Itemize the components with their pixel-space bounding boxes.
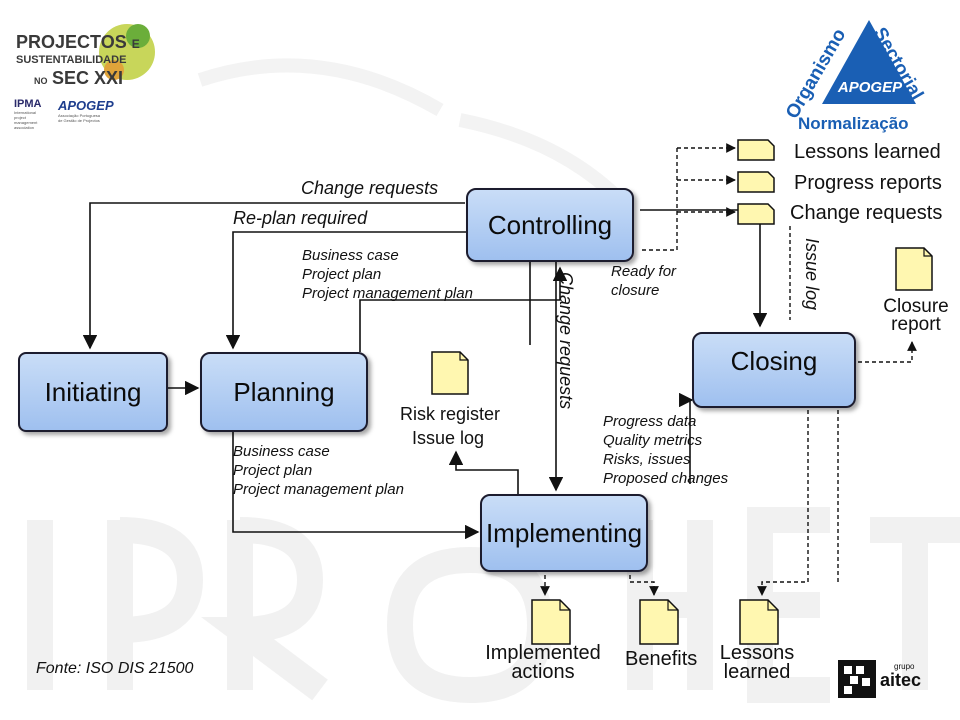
document-icon xyxy=(431,351,469,395)
ipma-logo: IPMA International project management as… xyxy=(14,98,54,134)
ipma-line-1: International xyxy=(14,110,37,115)
label-risk-register: Risk register xyxy=(400,404,501,424)
process-initiating: Initiating xyxy=(18,352,168,432)
closure-report-line-1: Closure xyxy=(883,296,949,317)
apogep-line-1: Associação Portuguesa xyxy=(58,113,101,118)
progress-item-1: Progress data xyxy=(603,413,697,430)
badge-triangle-icon xyxy=(822,20,916,104)
planning-outputs-bottom: Business case Project plan Project manag… xyxy=(233,442,404,499)
process-closing: Closing xyxy=(692,332,856,408)
event-logo-line1-suffix: E xyxy=(131,37,140,51)
ipma-line-2: project xyxy=(14,115,27,120)
apogep-line-2: de Gestão de Projectos xyxy=(58,118,100,123)
label-issue-log-vertical: Issue log xyxy=(802,238,822,311)
process-controlling-label: Controlling xyxy=(487,209,613,240)
progress-item-3: Risks, issues xyxy=(603,451,691,468)
output-lessons-learned-bottom: Lessons learned xyxy=(712,642,802,683)
label-issue-log: Issue log xyxy=(412,428,485,448)
aitec-logo: grupo aitec xyxy=(838,660,922,698)
process-planning: Planning xyxy=(200,352,368,432)
label-closure-report: Closure report xyxy=(876,296,956,335)
document-icon xyxy=(737,171,775,193)
planning-output-top-2: Project plan xyxy=(302,266,382,283)
ready-for-closure-line-1: Ready for xyxy=(611,263,677,280)
process-implementing-label: Implementing xyxy=(485,517,643,548)
planning-output-top-3: Project management plan xyxy=(302,285,473,302)
process-planning-label: Planning xyxy=(233,376,335,407)
progress-item-4: Proposed changes xyxy=(603,470,729,487)
planning-output-bottom-3: Project management plan xyxy=(233,481,404,498)
closure-report-line-2: report xyxy=(891,314,941,335)
ipma-line-3: management xyxy=(14,120,38,125)
apogep-logo: APOGEP Associação Portuguesa de Gestão d… xyxy=(58,98,118,134)
implemented-actions-line-1: Implemented xyxy=(485,642,601,664)
ipma-name: IPMA xyxy=(14,98,42,110)
output-lessons-learned: Lessons learned xyxy=(794,141,941,163)
planning-output-bottom-2: Project plan xyxy=(233,462,313,479)
progress-items: Progress data Quality metrics Risks, iss… xyxy=(603,412,728,488)
footer-source: Fonte: ISO DIS 21500 xyxy=(36,660,194,677)
aitec-mark-icon xyxy=(838,660,876,698)
event-logo-graphic xyxy=(99,24,155,80)
badge-center-word: APOGEP xyxy=(837,79,903,96)
output-progress-reports: Progress reports xyxy=(794,172,942,194)
process-controlling: Controlling xyxy=(466,188,634,262)
badge-bottom-word: Normalização xyxy=(798,114,909,133)
label-replan-required: Re-plan required xyxy=(233,208,368,228)
document-icon xyxy=(737,139,775,161)
event-logo-line3: SEC XXI xyxy=(51,68,123,88)
label-change-requests-vertical: Change requests xyxy=(556,272,576,410)
document-icon xyxy=(895,247,933,291)
planning-output-bottom-1: Business case xyxy=(233,443,330,460)
lessons-learned-line-2: learned xyxy=(723,661,791,683)
apogep-badge: Organismo Sectorial APOGEP Normalização xyxy=(780,0,960,140)
process-implementing: Implementing xyxy=(480,494,648,572)
event-logo-line3-prefix: NO xyxy=(34,76,48,86)
aitec-brand: aitec xyxy=(880,670,922,690)
lessons-learned-line-1: Lessons xyxy=(719,642,795,664)
aitec-group: grupo xyxy=(894,662,915,671)
apogep-name: APOGEP xyxy=(58,98,114,113)
progress-item-2: Quality metrics xyxy=(603,432,703,449)
planning-output-top-1: Business case xyxy=(302,247,399,264)
process-closing-label: Closing xyxy=(730,346,818,376)
event-logo-line2: SUSTENTABILIDADE xyxy=(16,54,127,66)
output-benefits: Benefits xyxy=(625,648,698,670)
document-icon xyxy=(639,599,679,645)
document-icon xyxy=(531,599,571,645)
implemented-actions-line-2: actions xyxy=(511,661,575,683)
document-icon xyxy=(739,599,779,645)
label-ready-for-closure: Ready for closure xyxy=(611,262,676,300)
label-change-requests-top: Change requests xyxy=(301,178,439,198)
process-initiating-label: Initiating xyxy=(44,376,142,407)
ready-for-closure-line-2: closure xyxy=(611,282,660,299)
output-implemented-actions: Implemented actions xyxy=(478,642,608,683)
ipma-line-4: association xyxy=(14,125,35,130)
event-logo-line1: PROJECTOS xyxy=(16,32,127,52)
event-logo: PROJECTOS E SUSTENTABILIDADE NO SEC XXI xyxy=(10,22,160,102)
document-icon xyxy=(737,203,775,225)
planning-outputs-top: Business case Project plan Project manag… xyxy=(302,246,473,303)
output-change-requests: Change requests xyxy=(790,202,943,224)
